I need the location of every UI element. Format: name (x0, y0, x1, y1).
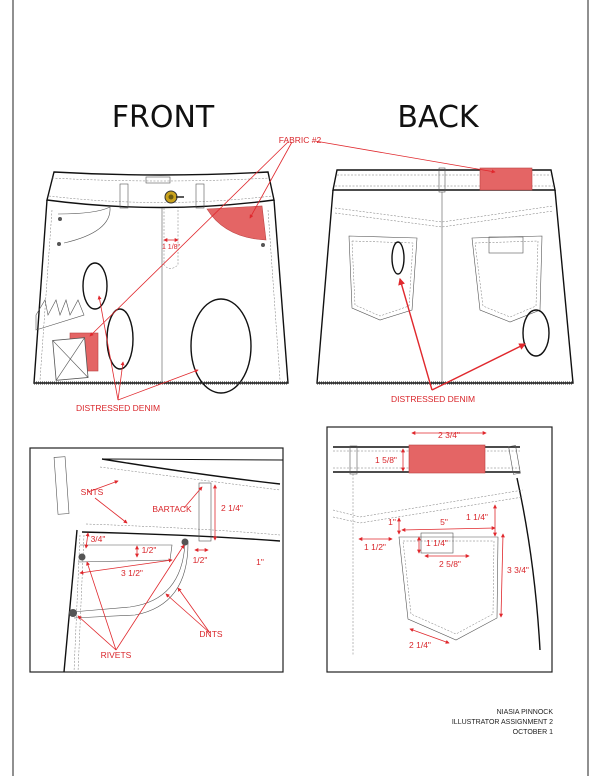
back-pocket-left (348, 235, 418, 321)
distressed-front-label: DISTRESSED DENIM (76, 403, 160, 413)
belt-loop (438, 167, 446, 193)
pocket-tag (488, 236, 524, 254)
belt-loop (508, 445, 521, 475)
rivet-icon (181, 538, 189, 546)
front-pocket-curve (71, 542, 189, 619)
back-title: BACK (397, 100, 480, 135)
fabric2-band (408, 444, 486, 474)
one-inch-label: 1" (256, 557, 264, 567)
front-skirt-flat: 1 1/8" (33, 171, 289, 394)
bartack-label: BARTACK (152, 504, 192, 514)
front-title: FRONT (112, 100, 215, 135)
belt-loop (53, 456, 70, 515)
dnts-label: DNTS (199, 629, 222, 639)
tag-width-label: 2 5/8" (439, 559, 461, 569)
pocket-depth-label: 3 3/4" (507, 565, 529, 575)
designer-name: NIASIA PINNOCK (497, 709, 554, 716)
belt-loop (198, 482, 212, 542)
pocket-top-label: 1" (388, 517, 396, 527)
date: OCTOBER 1 (513, 729, 553, 736)
pocket-tag (420, 532, 454, 554)
assignment-title: ILLUSTRATOR ASSIGNMENT 2 (452, 719, 553, 726)
belt-loop (195, 183, 205, 209)
yoke-to-pocket-label: 1 1/4" (466, 512, 488, 522)
fabric2-pocket (206, 205, 267, 241)
coin-pocket (57, 206, 111, 244)
back-detail-panel: 2 3/4" 1 5/8" 1 1/4" 1" 5" 1 1/2" 1 1/4"… (326, 426, 553, 673)
distressed-zigzag (35, 299, 85, 331)
band-width-label: 2 3/4" (438, 430, 460, 440)
coin-height-label: 1/2" (142, 545, 157, 555)
front-waistband (46, 171, 275, 209)
distressed-back-label: DISTRESSED DENIM (391, 394, 475, 404)
distressed-hole (190, 298, 252, 394)
belt-loop (349, 445, 358, 475)
distressed-hole (82, 262, 108, 310)
distressed-hole (391, 241, 405, 275)
rivet-icon (69, 609, 77, 617)
point-edge-label: 2 1/4" (409, 640, 431, 650)
fly-width-label: 1 1/8" (162, 244, 181, 251)
front-detail-panel: SNTS BARTACK 2 1/4" 3/4" 1/2" 3 1/2" 1/2… (29, 447, 284, 673)
fly-stitch (163, 208, 179, 269)
callout-lines (89, 140, 527, 401)
coin-pocket (77, 544, 173, 563)
waist-drop-label: 3/4" (91, 534, 106, 544)
pocket-width-label: 5" (440, 517, 448, 527)
fabric2-band (479, 167, 533, 191)
tag-height-label: 1 1/4" (426, 538, 448, 548)
distressed-hole (522, 309, 550, 357)
loop-height-label: 2 1/4" (221, 503, 243, 513)
back-pocket-right (471, 235, 543, 323)
band-height-label: 1 5/8" (375, 455, 397, 465)
coin-width-label: 3 1/2" (121, 568, 143, 578)
rivet-icon (78, 553, 86, 561)
belt-loop (119, 183, 129, 209)
side-offset-label: 1 1/2" (364, 542, 386, 552)
fabric2-label: FABRIC #2 (279, 135, 322, 145)
rivets-label: RIVETS (101, 650, 132, 660)
loop-width-label: 1/2" (193, 555, 208, 565)
snts-label: SNTS (81, 487, 104, 497)
back-skirt-flat (316, 167, 574, 385)
back-pocket (398, 536, 499, 641)
